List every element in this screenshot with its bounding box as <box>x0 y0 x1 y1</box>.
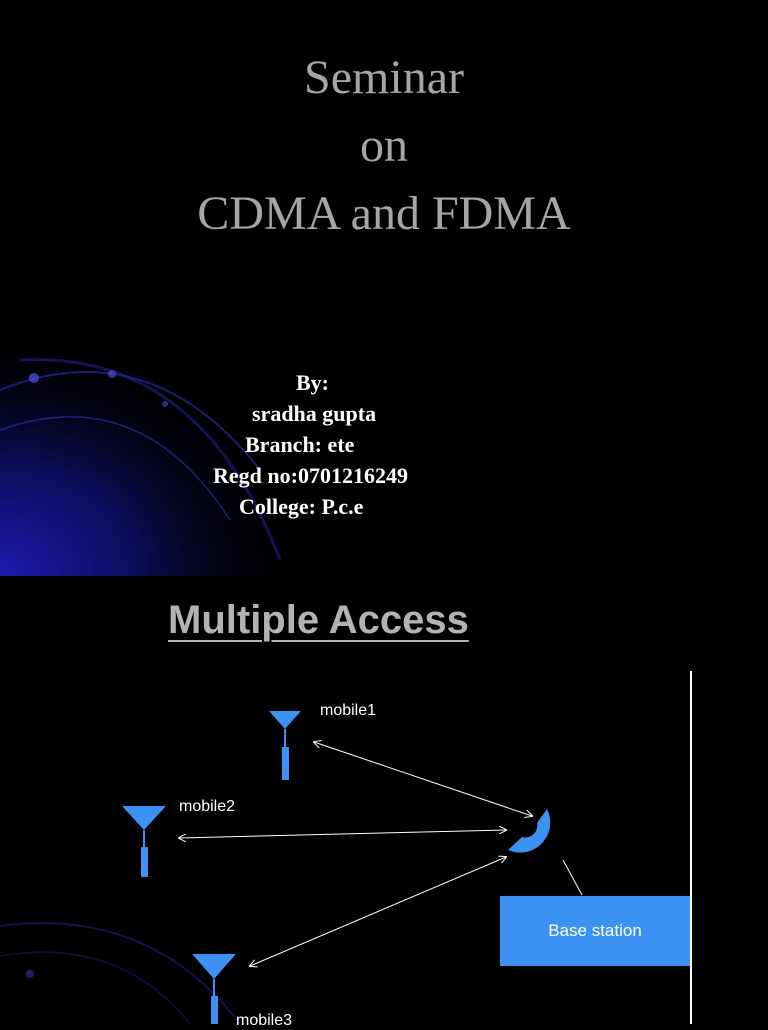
title-line-1: Seminar <box>304 51 464 104</box>
network-vertical-line <box>690 671 692 1024</box>
swirl-background <box>0 330 300 576</box>
arrow-mobile2 <box>179 830 506 838</box>
dish-icon <box>508 809 551 853</box>
label-mobile3: mobile3 <box>236 1012 293 1029</box>
base-station-box: Base station <box>500 896 690 966</box>
byline-regd: Regd no:0701216249 <box>213 463 408 488</box>
title-line-3: CDMA and FDMA <box>197 187 571 240</box>
byline-by: By: <box>296 370 329 395</box>
antenna-icon-mobile2 <box>122 806 166 877</box>
slide-title-multiple-access: Multiple Access <box>168 598 469 642</box>
arrow-mobile3 <box>250 857 506 966</box>
title-line-2: on <box>360 119 408 172</box>
byline-branch: Branch: ete <box>245 432 355 457</box>
dish-link-line <box>562 859 583 896</box>
antenna-icon-mobile3 <box>192 954 236 1024</box>
antenna-icon-mobile1 <box>269 711 301 780</box>
byline-name: sradha gupta <box>252 401 377 426</box>
label-mobile2: mobile2 <box>179 798 236 815</box>
label-mobile1: mobile1 <box>320 702 377 719</box>
byline-college: College: P.c.e <box>239 494 364 519</box>
title-slide: Seminar on CDMA and FDMA By: sradha gupt… <box>0 44 768 576</box>
arrow-mobile1 <box>314 742 532 816</box>
base-station-label: Base station <box>548 921 642 940</box>
slide-title: Seminar on CDMA and FDMA <box>0 44 768 248</box>
